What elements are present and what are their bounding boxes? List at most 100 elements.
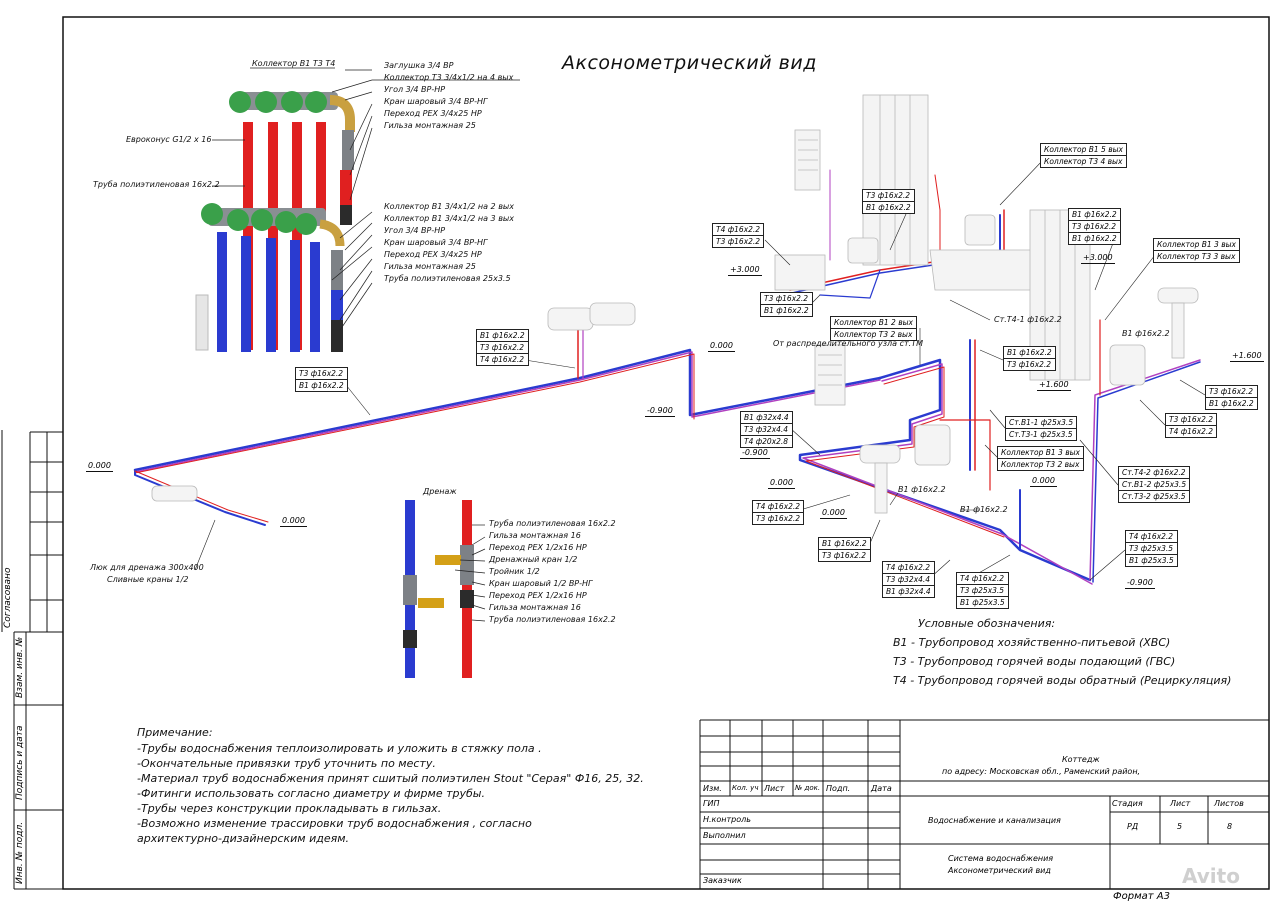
pipe-tag-row: Т3 ф32х4.4 (741, 424, 792, 436)
level-mark: -0.900 (1125, 578, 1155, 589)
pipe-label: В1 ф16х2.2 (960, 505, 1008, 514)
level-mark: +1.600 (1037, 380, 1071, 391)
pipe-tag-row: Т4 ф16х2.2 (1126, 531, 1177, 543)
pipe-tag-row: Т3 ф16х2.2 (863, 190, 914, 202)
collector-label: Коллектор В1 3/4х1/2 на 2 вых (384, 202, 514, 211)
legend-header: Условные обозначения: (918, 617, 1056, 630)
pipe-tag-row: Ст.Т3-2 ф25х3.5 (1122, 492, 1186, 501)
pipe-tag-row: В1 ф32х4.4 (741, 412, 792, 424)
level-mark: 0.000 (708, 341, 735, 352)
pipe-tag-row: В1 ф16х2.2 (764, 306, 809, 315)
pipe-tag-row: Т4 ф16х2.2 (713, 224, 764, 236)
side-label: Инв. № подл. (15, 821, 25, 884)
riser-label: Ст.Т4-1 ф16х2.2 (994, 315, 1062, 324)
level-mark: +3.000 (1081, 253, 1115, 264)
pipe-tag-row: В1 ф16х2.2 (299, 381, 344, 390)
page-title: Аксонометрический вид (562, 52, 817, 74)
drain-label: Переход PEX 1/2х16 НР (489, 591, 587, 600)
level-mark: -0.900 (645, 406, 675, 417)
pipe-tag-row: В1 ф25х3.5 (960, 598, 1005, 607)
collector-label: Коллектор Т3 3/4х1/2 на 4 вых (384, 73, 514, 82)
notes-line: архитектурно-дизайнерским идеям. (137, 832, 349, 845)
watermark: Avito (1182, 864, 1240, 888)
source-label: От распределительного узла ст.ТМ (773, 339, 923, 348)
level-mark: +1.600 (1230, 351, 1264, 362)
pipe-tag-row: Ст.В1-2 ф25х3.5 (1119, 479, 1190, 491)
pipe-tag: В1 ф16х2.2 Т3 ф16х2.2 (818, 537, 871, 562)
pipe-tag-row: Т3 ф16х2.2 (1206, 386, 1257, 398)
pipe-label: В1 ф16х2.2 (898, 485, 946, 494)
pipe-label: В1 ф16х2.2 (1122, 329, 1170, 338)
hatch-label: Люк для дренажа 300х400 (90, 563, 204, 572)
pipe-tag: Т3 ф16х2.2 В1 ф16х2.2 (1205, 385, 1258, 410)
side-label: Согласовано (3, 567, 13, 628)
pipe-tag-row: Т3 ф16х2.2 (477, 342, 528, 354)
pipe-tag-row: В1 ф16х2.2 (819, 538, 870, 550)
stamp-role: Выполнил (703, 831, 746, 840)
stamp-drawing: Аксонометрический вид (948, 866, 1051, 875)
pipe-tag-row: Т3 ф32х4.4 (883, 574, 934, 586)
collector-left-label: Труба полиэтиленовая 16х2.2 (93, 180, 220, 189)
pipe-tag-row: Т3 ф16х2.2 (1069, 221, 1120, 233)
pipe-tag-row: Т3 ф25х3.5 (1126, 543, 1177, 555)
pipe-tag: В1 ф16х2.2 Т3 ф16х2.2 В1 ф16х2.2 (1068, 208, 1121, 245)
pipe-tag-row: Т4 ф16х2.2 (1169, 427, 1214, 436)
legend-item: В1 - Трубопровод хозяйственно-питьевой (… (893, 636, 1171, 649)
pipe-tag-row: В1 ф16х2.2 (1069, 209, 1120, 221)
collector-label: Коллектор В1 3/4х1/2 на 3 вых (384, 214, 514, 223)
pipe-tag-row: Коллектор Т3 2 вых (834, 330, 913, 339)
stamp-col: № док. (795, 784, 821, 792)
pipe-tag-row: В1 ф16х2.2 (477, 330, 528, 342)
stamp-section: Водоснабжение и канализация (928, 816, 1061, 825)
pipe-tag-row: В1 ф16х2.2 (866, 203, 911, 212)
level-mark: 0.000 (86, 461, 113, 472)
pipe-tag-row: Т4 ф16х2.2 (957, 573, 1008, 585)
pipe-tag-row: Ст.Т4-2 ф16х2.2 (1119, 467, 1190, 479)
pipe-tag: Т3 ф16х2.2 В1 ф16х2.2 (760, 292, 813, 317)
stamp-role: ГИП (703, 799, 720, 808)
hatch-label: Сливные краны 1/2 (107, 575, 189, 584)
collector-label: Заглушка 3/4 ВР (384, 61, 454, 70)
tag-leaders (194, 159, 1206, 586)
pipe-tag: В1 ф16х2.2 Т3 ф16х2.2 Т4 ф16х2.2 (476, 329, 529, 366)
pipe-tag-row: Т4 ф16х2.2 (480, 355, 525, 364)
drain-label: Кран шаровый 1/2 ВР-НГ (489, 579, 593, 588)
side-strip (1, 430, 63, 890)
pipe-tag-row: Т3 ф16х2.2 (822, 551, 867, 560)
stamp-col: Подп. (826, 784, 851, 793)
format-label: Формат А3 (1113, 891, 1170, 902)
pipe-tag-row: В1 ф25х3.5 (1129, 556, 1174, 565)
stamp-col: Кол. уч (732, 784, 759, 792)
collector-label: Переход PEX 3/4х25 НР (384, 109, 482, 118)
pipe-tag-row: В1 ф16х2.2 (1004, 347, 1055, 359)
pipe-tag: Т4 ф16х2.2 Т3 ф16х2.2 (752, 500, 805, 525)
level-mark: -0.900 (740, 448, 770, 459)
pipe-tag-row: Т3 ф16х2.2 (716, 237, 761, 246)
collector-top-header: Коллектор В1 Т3 Т4 (252, 59, 336, 68)
notes-line: -Трубы водоснабжения теплоизолировать и … (137, 742, 542, 755)
drain-label: Тройник 1/2 (489, 567, 540, 576)
pipe-tag-row: Т3 ф16х2.2 (1166, 414, 1217, 426)
stamp-sheet-header: Лист (1170, 799, 1191, 808)
notes-header: Примечание: (137, 726, 213, 739)
notes-line: -Возможно изменение трассировки труб вод… (137, 817, 532, 830)
legend-item: Т4 - Трубопровод горячей воды обратный (… (893, 674, 1232, 687)
stamp-col: Изм. (703, 784, 722, 793)
drain-label: Труба полиэтиленовая 16х2.2 (489, 615, 616, 624)
pipe-tag: Т3 ф16х2.2 В1 ф16х2.2 (862, 189, 915, 214)
stamp-col: Дата (871, 784, 892, 793)
level-mark: 0.000 (768, 478, 795, 489)
pipe-tag: Коллектор В1 2 вых Коллектор Т3 2 вых (830, 316, 917, 341)
stamp-col: Лист (764, 784, 785, 793)
pipe-tag-row: Т3 ф16х2.2 (756, 514, 801, 523)
collector-label: Угол 3/4 ВР-НР (384, 226, 446, 235)
pipe-tag: Коллектор В1 3 вых Коллектор Т3 3 вых (1153, 238, 1240, 263)
notes-line: -Окончательные привязки труб уточнить по… (137, 757, 436, 770)
collector-left-label: Евроконус G1/2 х 16 (126, 135, 212, 144)
pipe-tag-row: Т3 ф16х2.2 (761, 293, 812, 305)
pipe-tag: Т4 ф16х2.2 Т3 ф32х4.4 В1 ф32х4.4 (882, 561, 935, 598)
pipe-tag: Коллектор В1 3 вых Коллектор Т3 2 вых (997, 446, 1084, 471)
pipe-tag-row: Коллектор Т3 4 вых (1044, 157, 1123, 166)
pipe-tag-row: Т3 ф16х2.2 (296, 368, 347, 380)
drain-graphic (403, 500, 486, 678)
